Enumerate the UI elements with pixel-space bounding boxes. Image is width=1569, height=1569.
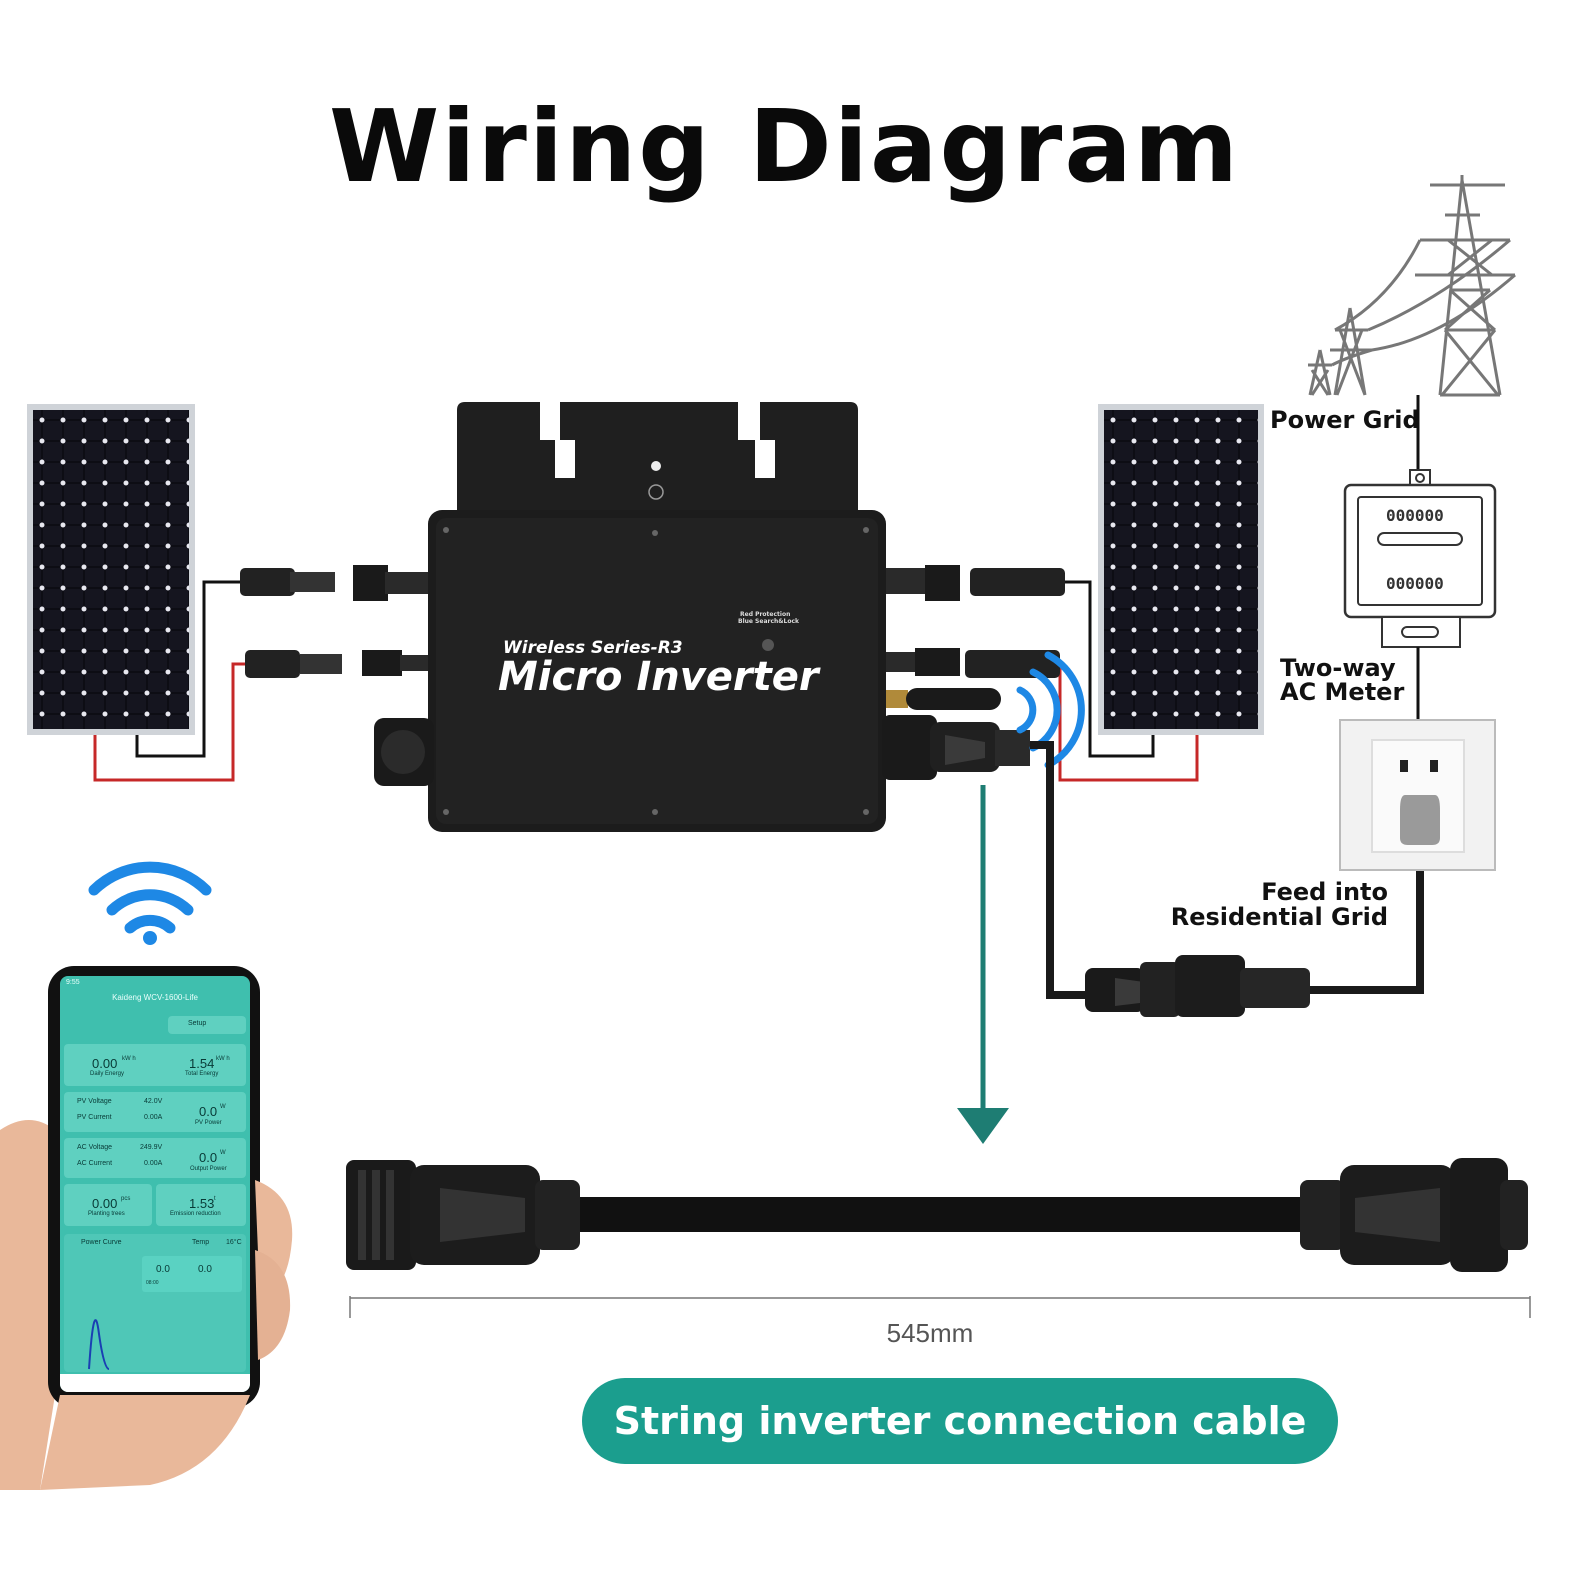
ac-current-value: 0.00A xyxy=(144,1160,163,1167)
energy-card: 0.00 kW h Daily Energy 1.54 kW h Total E… xyxy=(64,1044,246,1086)
extension-cable xyxy=(346,1158,1528,1272)
total-energy-value: 1.54 xyxy=(189,1056,215,1071)
emission-label: Emission reduction xyxy=(170,1211,221,1217)
dimension-line xyxy=(349,1296,1531,1318)
solar-panel-right xyxy=(1098,404,1264,735)
daily-energy-label: Daily Energy xyxy=(90,1071,125,1077)
cable-length-label: 545mm xyxy=(886,1318,974,1348)
app-title: Kaideng WCV-1600-Life xyxy=(112,993,198,1002)
setup-label: Setup xyxy=(188,1020,207,1027)
pv-power-unit: W xyxy=(220,1104,226,1110)
inverter-series-text: Wireless Series-R3 xyxy=(503,638,683,658)
output-power-value: 0.0 xyxy=(199,1150,218,1165)
power-curve-card: Power Curve Temp 16°C 0.0 0.0 08:00 xyxy=(64,1234,246,1372)
pv-current-value: 0.00A xyxy=(144,1114,163,1121)
ac-cable-connector xyxy=(1085,955,1310,1017)
total-energy-unit: kW h xyxy=(216,1056,230,1062)
emission-card: 1.53 t Emission reduction xyxy=(156,1184,246,1226)
inverter-protection-note-1: Red Protection xyxy=(740,611,791,618)
pv-power-label: PV Power xyxy=(195,1120,222,1126)
meter-digits-bottom: 000000 xyxy=(1386,574,1444,593)
ac-card: AC Voltage 249.9V AC Current 0.00A 0.0 W… xyxy=(64,1138,246,1178)
temp-label: Temp xyxy=(192,1239,210,1246)
emission-unit: t xyxy=(214,1196,216,1202)
wall-socket xyxy=(1339,719,1496,871)
total-energy-label: Total Energy xyxy=(185,1071,219,1077)
daily-energy-value: 0.00 xyxy=(92,1056,118,1071)
pv-voltage-label: PV Voltage xyxy=(77,1098,112,1105)
phone-wifi-icon xyxy=(88,861,212,934)
daily-energy-unit: kW h xyxy=(122,1056,136,1062)
inverter-mounting-plate xyxy=(457,402,858,515)
ac-voltage-value: 249.9V xyxy=(140,1144,163,1151)
two-way-meter xyxy=(1343,469,1497,648)
meter-label-line1: Two-way xyxy=(1280,654,1396,682)
ac-voltage-label: AC Voltage xyxy=(77,1144,113,1151)
cable-caption-banner: String inverter connection cable xyxy=(582,1378,1338,1464)
mc4-connectors-left xyxy=(240,565,430,678)
feed-label-line1: Feed into xyxy=(1261,878,1388,906)
trees-label: Planting trees xyxy=(88,1211,125,1217)
diagram-title: Wiring Diagram xyxy=(328,88,1241,205)
inverter-body xyxy=(374,510,1030,832)
curve-time: 08:00 xyxy=(146,1280,159,1286)
pv-power-value: 0.0 xyxy=(199,1104,218,1119)
trees-value: 0.00 xyxy=(92,1196,118,1211)
meter-label-line2: AC Meter xyxy=(1280,678,1405,706)
trees-card: 0.00 pcs Planting trees xyxy=(64,1184,152,1226)
left-panel-wires xyxy=(93,580,245,782)
pv-voltage-value: 42.0V xyxy=(144,1098,163,1105)
phone-nav-bar xyxy=(60,1374,250,1392)
phone-app-screen: 9:55 Kaideng WCV-1600-Life Setup 0.00 kW… xyxy=(60,976,250,1392)
mc4-connectors-right xyxy=(880,565,1065,678)
ac-current-label: AC Current xyxy=(77,1160,113,1167)
power-grid-towers xyxy=(1308,175,1516,397)
curve-value-2: 0.0 xyxy=(198,1264,212,1275)
power-grid-label: Power Grid xyxy=(1270,406,1420,434)
curve-tooltip: 0.0 0.0 08:00 xyxy=(142,1256,242,1292)
trees-unit: pcs xyxy=(121,1196,131,1202)
emission-value: 1.53 xyxy=(189,1196,215,1211)
phone-wifi-dot xyxy=(143,931,157,945)
pv-card: PV Voltage 42.0V PV Current 0.00A 0.0 W … xyxy=(64,1092,246,1132)
inverter-name-text: Micro Inverter xyxy=(498,654,819,700)
ac-output-cable xyxy=(1030,741,1424,999)
status-time: 9:55 xyxy=(66,979,80,986)
meter-digits-top: 000000 xyxy=(1386,506,1444,525)
output-power-label: Output Power xyxy=(190,1166,227,1172)
output-power-unit: W xyxy=(220,1150,226,1156)
solar-panel-left xyxy=(27,404,195,735)
down-arrow xyxy=(957,785,1009,1144)
temp-value: 16°C xyxy=(226,1239,242,1246)
power-curve-chart xyxy=(88,1319,110,1370)
curve-value-1: 0.0 xyxy=(156,1264,170,1275)
feed-label-line2: Residential Grid xyxy=(1170,903,1388,931)
pv-current-label: PV Current xyxy=(77,1114,112,1121)
setup-button[interactable]: Setup xyxy=(168,1016,246,1034)
inverter-protection-note-2: Blue Search&Lock xyxy=(738,618,800,625)
curve-label: Power Curve xyxy=(81,1239,122,1246)
